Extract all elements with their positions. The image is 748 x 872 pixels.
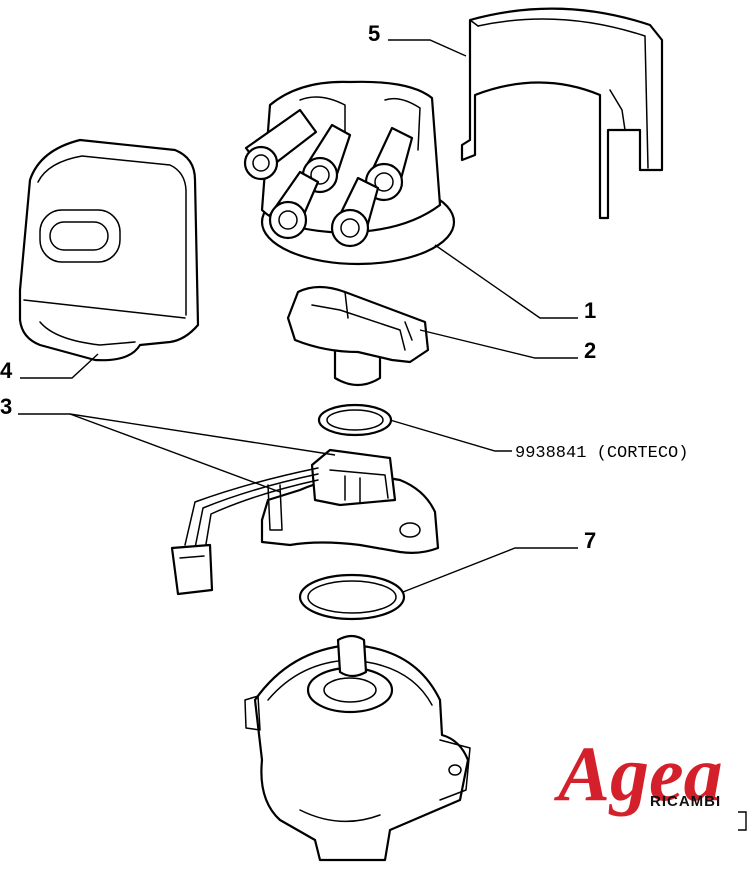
callout-5: 5	[368, 21, 380, 46]
distributor-body[interactable]	[244, 634, 471, 862]
cap-tower	[330, 176, 380, 248]
callout-4: 4	[0, 358, 13, 383]
callout-3: 3	[0, 394, 12, 419]
part-4-dust-boot[interactable]	[18, 138, 200, 362]
logo-subtitle: RICAMBI	[650, 793, 721, 810]
part-5-shield-cover[interactable]	[460, 7, 664, 220]
callout-2: 2	[584, 338, 596, 363]
seal-part-code: 9938841 (CORTECO)	[515, 444, 688, 463]
leader-lines	[18, 39, 747, 831]
part-3-pickup-module[interactable]	[170, 448, 440, 596]
logo-wordmark: Agea	[553, 730, 723, 817]
cap-tower	[268, 170, 320, 240]
part-seal-ring-small[interactable]	[317, 403, 393, 437]
part-1-distributor-cap[interactable]	[243, 80, 456, 266]
callout-1: 1	[584, 298, 596, 323]
part-7-o-ring-large[interactable]	[298, 573, 406, 621]
part-2-rotor[interactable]	[286, 285, 430, 387]
callout-7: 7	[584, 528, 596, 553]
agea-ricambi-logo: Agea RICAMBI	[553, 730, 723, 817]
cap-tower	[243, 108, 318, 181]
